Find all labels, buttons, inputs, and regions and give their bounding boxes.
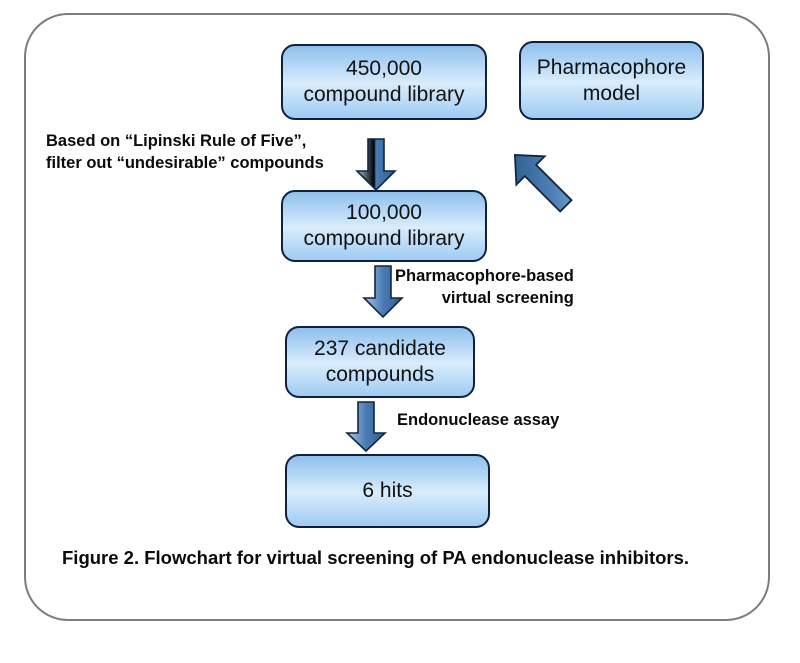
node-237-line1: 237 candidate bbox=[314, 337, 446, 361]
arrow-down-100k-to-237 bbox=[362, 265, 404, 319]
node-450k-line2: compound library bbox=[303, 83, 465, 106]
node-pharmacophore-model: Pharmacophore model bbox=[519, 41, 704, 120]
node-450k-line1: 450,000 bbox=[346, 57, 422, 81]
arrow-shape bbox=[513, 153, 573, 213]
annotation-vs-line1: Pharmacophore-based bbox=[395, 267, 574, 285]
annotation-endonuclease-assay: Endonuclease assay bbox=[397, 410, 559, 432]
arrow-down-450k-to-100k bbox=[355, 138, 397, 192]
arrow-shape bbox=[344, 401, 388, 453]
arrow-shape bbox=[355, 138, 397, 192]
annotation-lipinski-line1: Based on “Lipinski Rule of Five”, bbox=[46, 132, 307, 150]
arrow-diagonal-pharmacophore-to-100k bbox=[513, 153, 573, 213]
node-pharmacophore-line2: model bbox=[582, 81, 641, 105]
node-100k-compound-library: 100,000 compound library bbox=[281, 190, 487, 262]
figure-caption: Figure 2. Flowchart for virtual screenin… bbox=[62, 547, 690, 568]
arrow-down-237-to-6hits bbox=[344, 401, 388, 453]
node-100k-line1: 100,000 bbox=[346, 201, 422, 225]
annotation-virtual-screening: Pharmacophore-based virtual screening bbox=[395, 266, 574, 310]
arrow-diag-group bbox=[513, 153, 573, 213]
annotation-lipinski-rule: Based on “Lipinski Rule of Five”, filter… bbox=[46, 131, 324, 175]
annotation-assay-line1: Endonuclease assay bbox=[397, 411, 560, 429]
node-450k-compound-library: 450,000 compound library bbox=[281, 44, 487, 120]
annotation-vs-line2: virtual screening bbox=[441, 288, 574, 307]
node-6-hits: 6 hits bbox=[285, 454, 490, 528]
node-237-line2: compounds bbox=[325, 363, 435, 386]
node-100k-line2: compound library bbox=[303, 227, 465, 250]
arrow-shape bbox=[362, 265, 404, 319]
node-6-hits-line1: 6 hits bbox=[362, 479, 413, 503]
annotation-lipinski-line2: filter out “undesirable” compounds bbox=[46, 153, 324, 172]
node-237-candidate-compounds: 237 candidate compounds bbox=[285, 326, 475, 398]
node-pharmacophore-line1: Pharmacophore bbox=[536, 55, 687, 79]
